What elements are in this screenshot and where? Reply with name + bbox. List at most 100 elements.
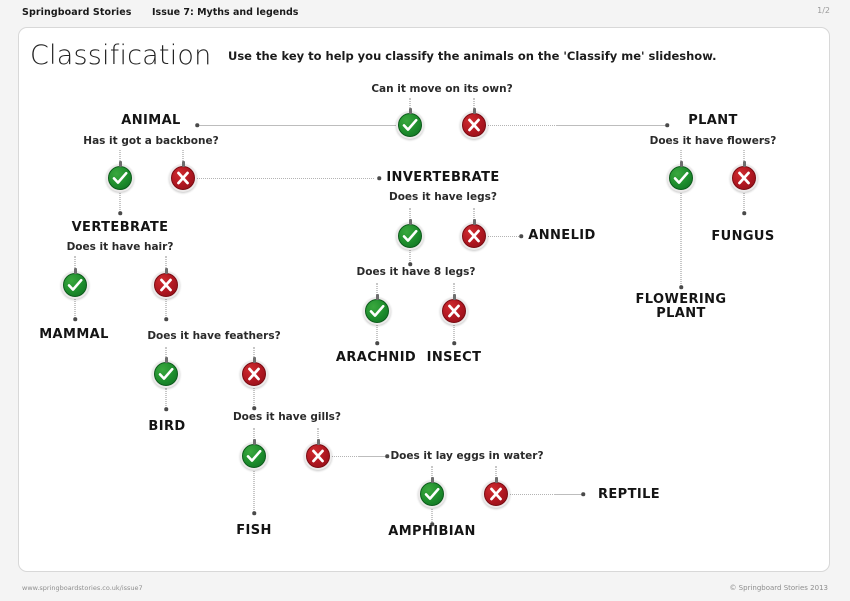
question-has-legs: Does it have legs?	[389, 191, 497, 203]
cross-icon-flowers[interactable]	[730, 161, 758, 192]
term-plant: PLANT	[688, 113, 738, 128]
connector-dot-plant	[665, 123, 669, 127]
connector-dot-fungus	[742, 211, 746, 215]
tick-icon-flowers[interactable]	[667, 161, 695, 192]
cross-icon-feathers[interactable]	[240, 357, 268, 388]
connector-8legs-no-down	[453, 324, 455, 342]
tick-icon-feathers[interactable]	[152, 357, 180, 388]
connector-eggs-yes-down	[431, 507, 433, 524]
header-page-number: 1/2	[817, 6, 830, 15]
question-has-8-legs: Does it have 8 legs?	[356, 266, 476, 278]
connector-gills-no-solid	[358, 456, 386, 457]
connector-dot-annelid	[519, 234, 523, 238]
term-fish: FISH	[236, 523, 272, 538]
connector-flowers-no-down	[743, 191, 745, 212]
term-invertebrate: INVERTEBRATE	[386, 170, 500, 185]
term-animal: ANIMAL	[121, 113, 181, 128]
question-has-gills: Does it have gills?	[232, 411, 342, 423]
connector-dot-arachnid	[375, 341, 379, 345]
connector-backbone-yes-down	[119, 191, 121, 212]
connector-hair-yes-down	[74, 298, 76, 318]
connector-dot-bird	[164, 407, 168, 411]
question-can-it-move: Can it move on its own?	[371, 83, 513, 95]
term-flowering-plant: PLANT	[656, 306, 706, 321]
connector-backbone-no-stem	[182, 150, 184, 165]
cross-icon-hair[interactable]	[152, 268, 180, 299]
question-lays-eggs-water: Does it lay eggs in water?	[390, 450, 544, 462]
cross-icon-eggs-in-water[interactable]	[482, 477, 510, 508]
connector-8legs-yes-down	[376, 324, 378, 342]
cross-icon-legs[interactable]	[460, 219, 488, 250]
connector-flowers-no-stem	[743, 150, 745, 165]
term-amphibian: AMPHIBIAN	[388, 524, 476, 539]
connector-dot-invertebrate	[377, 176, 381, 180]
connector-dot-flowering-plant	[679, 285, 683, 289]
term-vertebrate: VERTEBRATE	[71, 220, 169, 235]
connector-eggs-yes-stem	[431, 466, 433, 480]
tick-icon-hair[interactable]	[61, 268, 89, 299]
connector-move-no-stem	[473, 98, 475, 112]
connector-feathers-yes-stem	[165, 347, 167, 361]
connector-dot-mammal	[73, 317, 77, 321]
question-has-flowers: Does it have flowers?	[649, 135, 777, 147]
cross-icon-gills[interactable]	[304, 439, 332, 470]
connector-hair-no-stem	[165, 256, 167, 272]
term-arachnid: ARACHNID	[335, 350, 417, 365]
page-header: Springboard Stories Issue 7: Myths and l…	[0, 0, 850, 26]
connector-dot-amphibian	[430, 522, 434, 526]
connector-dot-gills	[252, 406, 256, 410]
tick-icon-eggs-in-water[interactable]	[418, 477, 446, 508]
header-issue-title: Issue 7: Myths and legends	[152, 7, 299, 18]
connector-dot-vertebrate	[118, 211, 122, 215]
question-has-backbone: Has it got a backbone?	[83, 135, 219, 147]
tick-icon-8-legs[interactable]	[363, 294, 391, 325]
instruction-text: Use the key to help you classify the ani…	[228, 49, 717, 63]
connector-dot-animal	[195, 123, 199, 127]
connector-eggs-no-stem	[495, 466, 497, 480]
connector-dot-eggs	[385, 454, 389, 458]
term-flowering: FLOWERING	[635, 292, 727, 307]
connector-dot-feathers	[164, 317, 168, 321]
connector-dot-reptile	[581, 492, 585, 496]
term-insect: INSECT	[426, 350, 482, 365]
term-fungus: FUNGUS	[711, 229, 775, 244]
connector-gills-no-dotted	[331, 456, 359, 457]
connector-legs-yes-stem	[409, 208, 411, 222]
term-bird: BIRD	[148, 419, 186, 434]
connector-feathers-yes-down	[165, 388, 167, 408]
cross-icon-8-legs[interactable]	[440, 294, 468, 325]
connector-backbone-yes-stem	[119, 150, 121, 165]
connector-move-no-to-plant	[556, 125, 666, 126]
connector-eggs-no-solid	[554, 494, 582, 495]
cross-icon-can-move[interactable]	[460, 108, 488, 139]
cross-icon-backbone[interactable]	[169, 161, 197, 192]
tick-icon-backbone[interactable]	[106, 161, 134, 192]
connector-dot-fish	[252, 511, 256, 515]
footer-copyright: © Springboard Stories 2013	[729, 584, 828, 592]
connector-move-yes-to-animal	[196, 125, 398, 126]
tick-icon-gills[interactable]	[240, 439, 268, 470]
footer-url[interactable]: www.springboardstories.co.uk/issue7	[22, 584, 143, 592]
connector-move-yes-stem	[409, 98, 411, 112]
connector-8legs-yes-stem	[376, 283, 378, 297]
connector-hair-no-down	[165, 298, 167, 318]
header-brand: Springboard Stories	[22, 7, 132, 18]
tick-icon-can-move[interactable]	[396, 108, 424, 139]
connector-legs-no-stem	[473, 208, 475, 222]
connector-flowers-yes-down	[680, 191, 682, 286]
connector-dot-insect	[452, 341, 456, 345]
page-title: Classification	[30, 40, 212, 71]
connector-eggs-no-dotted	[509, 494, 555, 495]
connector-8legs-no-stem	[453, 283, 455, 297]
tick-icon-legs[interactable]	[396, 219, 424, 250]
connector-move-no-dotted	[487, 125, 557, 126]
connector-feathers-no-stem	[253, 347, 255, 361]
question-has-hair: Does it have hair?	[66, 241, 174, 253]
connector-gills-no-stem	[317, 428, 319, 442]
connector-gills-yes-stem	[253, 428, 255, 442]
connector-flowers-yes-stem	[680, 150, 682, 165]
connector-gills-yes-down	[253, 469, 255, 512]
term-reptile: REPTILE	[597, 487, 661, 502]
connector-feathers-no-down	[253, 388, 255, 407]
